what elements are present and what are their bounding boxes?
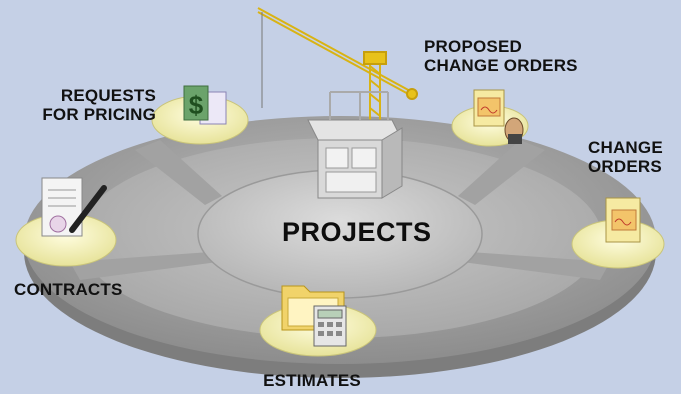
label-line: ORDERS (588, 157, 662, 176)
node-change-orders (571, 197, 665, 269)
label-line: ESTIMATES (263, 371, 361, 390)
node-proposed-change-orders (451, 89, 529, 147)
label-requests-for-pricing: REQUESTS FOR PRICING (32, 86, 156, 124)
label-line: FOR PRICING (42, 105, 156, 124)
label-estimates: ESTIMATES (252, 371, 372, 390)
hub-disc (198, 170, 482, 298)
label-line: CHANGE (588, 138, 663, 157)
folder-calculator-icon (281, 285, 347, 347)
document-icon (605, 197, 641, 243)
label-line: REQUESTS (60, 86, 156, 105)
document-hand-icon (473, 89, 524, 144)
node-requests-for-pricing: $ (151, 85, 249, 145)
label-change-orders: CHANGE ORDERS (588, 138, 663, 176)
crane-icon (257, 7, 418, 150)
svg-text:$: $ (189, 90, 204, 120)
node-estimates (259, 285, 377, 357)
label-line: CONTRACTS (14, 280, 123, 299)
label-line: PROPOSED (424, 37, 522, 56)
contract-pen-icon (41, 177, 107, 237)
hub-label: PROJECTS (282, 217, 432, 247)
label-contracts: CONTRACTS (14, 280, 123, 299)
building-icon (307, 91, 403, 199)
node-contracts (15, 177, 117, 267)
dollar-document-icon: $ (183, 85, 227, 125)
label-proposed-change-orders: PROPOSED CHANGE ORDERS (424, 37, 578, 75)
label-line: CHANGE ORDERS (424, 56, 578, 75)
